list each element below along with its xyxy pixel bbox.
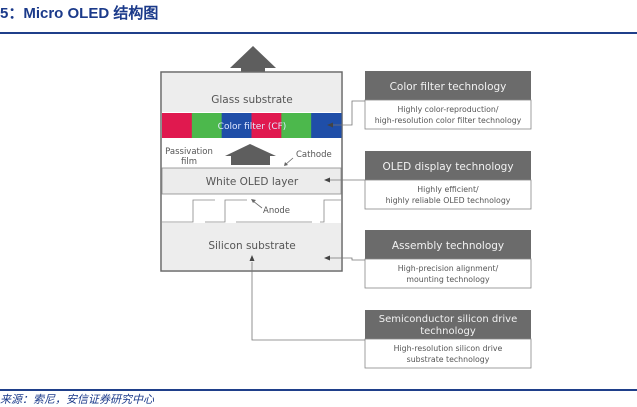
tech-desc-assembly-1: High-precision alignment/ xyxy=(398,264,499,273)
tech-desc-color-filter-2: high-resolution color filter technology xyxy=(375,116,522,125)
connector-arrowheads xyxy=(249,122,333,261)
layer-white-oled xyxy=(161,167,342,195)
source-note: 来源：索尼，安信证券研究中心 xyxy=(0,393,154,406)
connector-lines xyxy=(251,100,365,341)
color-filter-row xyxy=(162,113,342,138)
tech-title-assembly: Assembly technology xyxy=(392,240,504,252)
tech-desc-semiconductor-2: substrate technology xyxy=(407,355,490,364)
label-silicon-substrate: Silicon substrate xyxy=(208,240,295,252)
tech-title-oled-display: OLED display technology xyxy=(382,161,513,173)
light-output-arrow xyxy=(230,46,276,73)
color-filter-cell xyxy=(311,113,342,138)
color-filter-cell xyxy=(162,113,193,138)
tech-desc-oled-display-1: Highly efficient/ xyxy=(417,185,479,194)
passivation-arrow xyxy=(225,144,276,165)
bottom-divider xyxy=(0,389,637,391)
anode-pointer xyxy=(252,200,263,209)
label-passivation-2: film xyxy=(181,157,197,167)
tech-box-color-filter: Color filter technology Highly color-rep… xyxy=(364,71,532,130)
layer-glass-substrate xyxy=(162,73,341,112)
figure-title: 5：Micro OLED 结构图 xyxy=(0,5,159,22)
anode-electrodes xyxy=(162,199,341,223)
color-filter-cell xyxy=(251,113,282,138)
color-filter-cell xyxy=(191,113,223,138)
label-passivation-1: Passivation xyxy=(165,147,213,157)
anode-pointer-head xyxy=(251,199,256,203)
tech-box-semiconductor: Semiconductor silicon drive technology H… xyxy=(364,310,532,369)
layer-silicon-substrate xyxy=(162,223,341,270)
label-color-filter: Color filter (CF) xyxy=(218,122,287,132)
tech-title-color-filter: Color filter technology xyxy=(390,81,507,93)
tech-desc-semiconductor-1: High-resolution silicon drive xyxy=(394,344,503,353)
color-filter-cell xyxy=(281,113,312,138)
tech-desc-color-filter-1: Highly color-reproduction/ xyxy=(397,105,498,114)
tech-box-assembly: Assembly technology High-precision align… xyxy=(364,230,532,289)
tech-desc-oled-display-2: highly reliable OLED technology xyxy=(386,196,511,205)
tech-title-semiconductor-2: technology xyxy=(420,326,476,337)
label-cathode: Cathode xyxy=(296,150,332,160)
label-anode: Anode xyxy=(263,206,290,216)
tech-title-semiconductor-1: Semiconductor silicon drive xyxy=(379,314,517,325)
label-white-oled: White OLED layer xyxy=(206,176,299,188)
color-filter-cell xyxy=(221,113,252,138)
tech-desc-assembly-2: mounting technology xyxy=(406,275,490,284)
cathode-pointer-head xyxy=(284,162,288,166)
tech-box-oled-display: OLED display technology Highly efficient… xyxy=(364,151,532,210)
label-glass-substrate: Glass substrate xyxy=(211,94,292,106)
top-divider xyxy=(0,32,637,34)
